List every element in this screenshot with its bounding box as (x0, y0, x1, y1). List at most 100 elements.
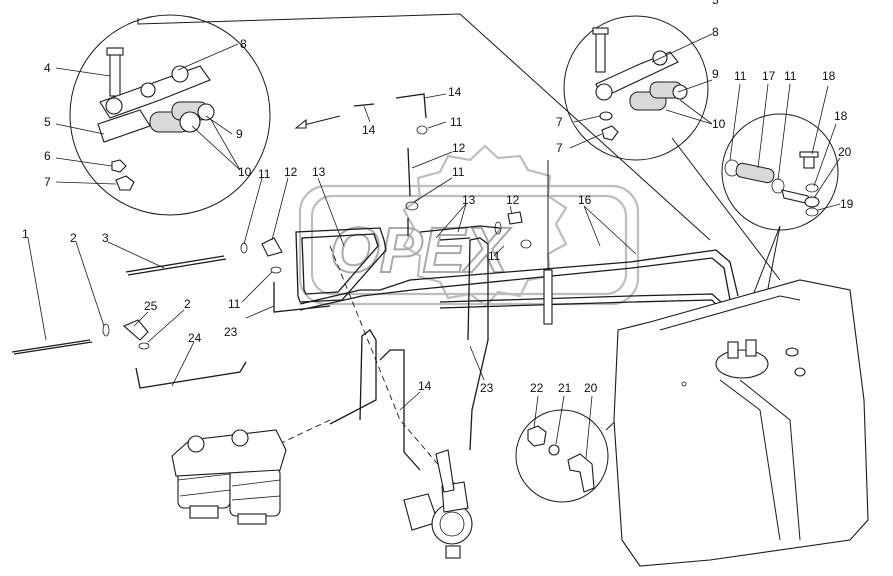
pipe-13-center (419, 225, 501, 233)
callout-13-b: 13 (462, 193, 476, 207)
detail-circle-connector (721, 113, 839, 231)
callout-4-right: 7 (556, 141, 563, 155)
callout-10-left: 10 (238, 165, 252, 179)
pipe-12-vertical (407, 147, 411, 197)
callout-23-right: 23 (480, 381, 494, 395)
fuel-tank (613, 279, 869, 567)
callout-leaders (27, 33, 841, 459)
callout-22: 22 (530, 381, 544, 395)
callout-12-b: 12 (452, 141, 466, 155)
callout-17: 18 (822, 69, 836, 83)
callout-15: 16 (578, 193, 592, 207)
sender-fitting-right (745, 339, 757, 357)
fitting-detail (515, 409, 609, 503)
ring-11-left (240, 242, 248, 254)
callout-23-left: 23 (224, 325, 238, 339)
ring-11-top (416, 125, 428, 135)
callout-labels: 4 8 5 6 7 9 10 11 12 13 1 2 3 25 2 24 11… (22, 0, 854, 395)
pump-outlet (445, 545, 461, 559)
callout-14-arrow: 14 (362, 123, 376, 137)
tank-body (613, 279, 869, 567)
pipe-24 (135, 361, 247, 389)
callout-9-right: 9 (712, 67, 719, 81)
ring-2-right (138, 342, 150, 350)
hose-25 (122, 319, 149, 341)
callout-18-top: 18 (834, 109, 848, 123)
pipe-14-left (329, 329, 377, 425)
ring-11-right (520, 239, 532, 249)
pipe-1 (11, 339, 91, 353)
pipe-14-down (379, 349, 421, 471)
washer-5-right (599, 111, 613, 121)
tank-cap-small (785, 347, 799, 357)
cap-22 (527, 425, 547, 447)
pipe-13-loop (295, 227, 387, 303)
callout-1: 1 (22, 227, 29, 241)
pipe-14-top (353, 103, 375, 107)
callout-4-left: 7 (44, 175, 51, 189)
pipe-14-bend (395, 93, 427, 119)
ring-2-left (102, 323, 110, 337)
callout-12-a: 12 (284, 165, 298, 179)
clamp-detail-right (563, 15, 709, 161)
filter-canister-right (229, 467, 281, 517)
pipe-15-upper (299, 249, 739, 305)
washer-9-right (672, 84, 688, 100)
callout-18-bottom: 19 (840, 197, 854, 211)
bolt-7-right (595, 31, 606, 73)
elbow-20 (567, 453, 595, 493)
callout-2-left: 2 (70, 231, 77, 245)
callout-25: 25 (144, 299, 158, 313)
pump-inlet (435, 449, 455, 493)
callout-11-d: 11 (452, 165, 465, 179)
callout-16: 17 (762, 69, 776, 83)
ring-11-mid (405, 201, 419, 211)
washer-18-top (805, 183, 819, 193)
callout-11-c: 11 (450, 115, 463, 129)
callout-20: 20 (584, 381, 598, 395)
watermark-text: OPEX (330, 214, 511, 286)
callout-19: 20 (838, 145, 852, 159)
callout-10-right: 10 (712, 117, 726, 131)
loose-parts (11, 93, 532, 389)
nut-4-left (115, 175, 135, 191)
filter-drain-left (189, 505, 219, 519)
detail-circle-right (563, 15, 709, 161)
hand-pump (403, 449, 473, 559)
pipe-3 (125, 255, 225, 273)
callout-8-right: 8 (712, 25, 719, 39)
callout-3: 3 (102, 231, 109, 245)
nut-4-right (601, 125, 619, 141)
callout-21: 21 (558, 381, 572, 395)
sender-fitting-left (727, 341, 739, 359)
washer-21 (548, 444, 560, 456)
tank-sender-flange (715, 349, 769, 379)
callout-6: 5 (44, 115, 51, 129)
sleeve-16 (735, 162, 775, 184)
callout-14-bottom: 14 (418, 379, 432, 393)
callout-14-top: 14 (448, 85, 462, 99)
callout-7-left: 4 (44, 61, 51, 75)
callout-24: 24 (188, 331, 202, 345)
callout-2-right: 2 (184, 297, 191, 311)
callout-11-a: 11 (258, 167, 271, 181)
filter-head (171, 429, 287, 477)
clamp-detail-left (69, 14, 271, 216)
callout-5-left: 6 (44, 149, 51, 163)
washer-5-left (111, 159, 127, 173)
callout-9-left: 9 (236, 127, 243, 141)
ring-11-lower (270, 266, 282, 274)
direction-arrow (299, 115, 341, 127)
pipe-15-lower (439, 293, 731, 311)
filter-drain-right (237, 513, 267, 525)
washer-18-bottom (805, 207, 819, 217)
bracket-6 (97, 109, 151, 143)
hose-12-center (507, 211, 523, 225)
sleeve-vertical (543, 269, 553, 325)
hose-12-left (261, 237, 283, 257)
fuel-filter-assembly (171, 429, 287, 525)
detail-circle-left (69, 14, 271, 216)
washer-9-left (197, 103, 215, 121)
callout-11-f: 11 (734, 69, 747, 83)
